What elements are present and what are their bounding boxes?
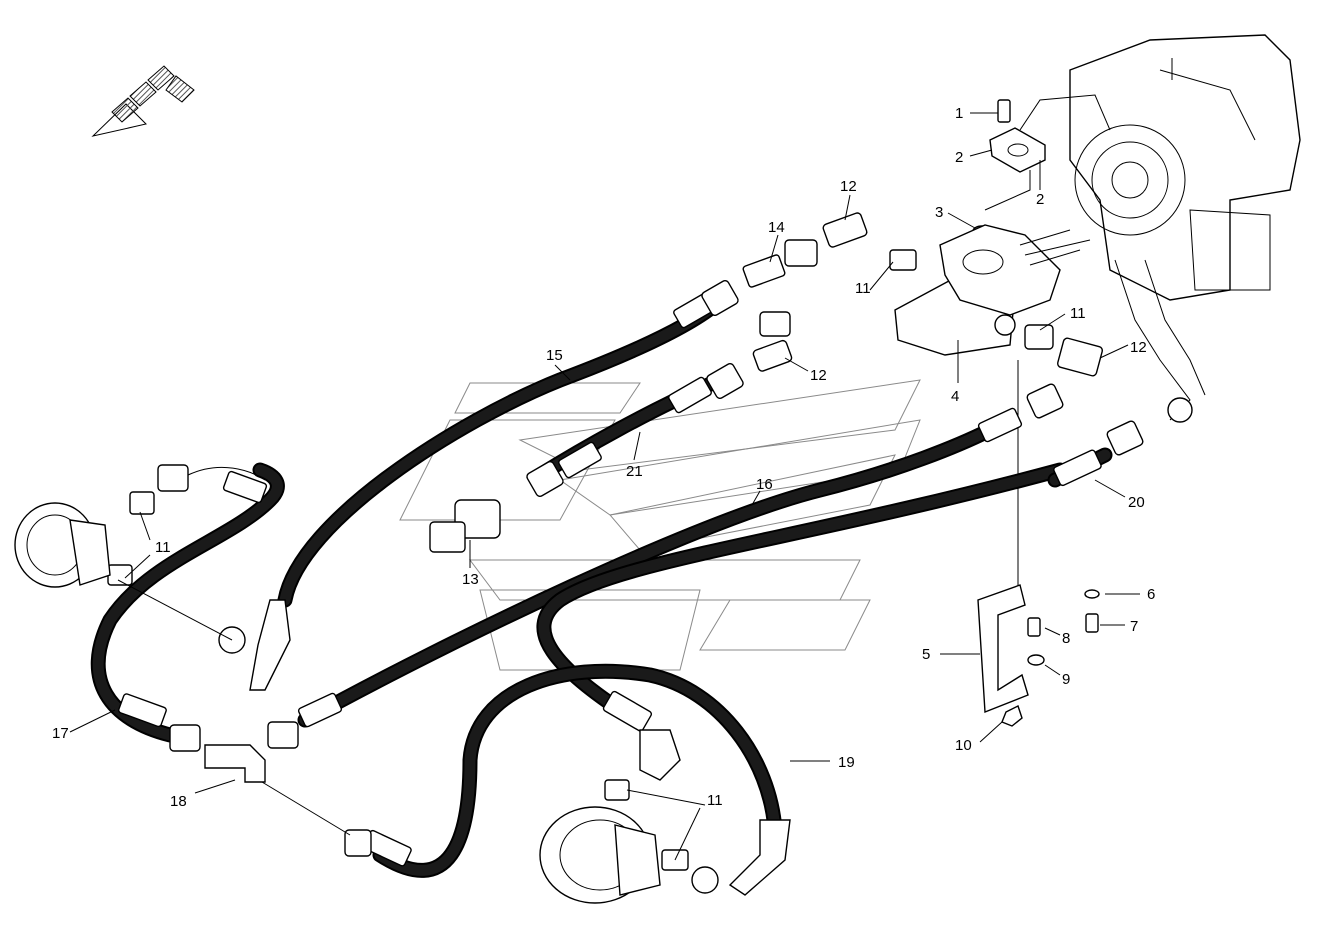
flange-assembly xyxy=(972,99,1046,237)
hose-15 xyxy=(277,297,723,608)
fittings xyxy=(107,212,1144,896)
label-11c: 11 xyxy=(1070,305,1086,322)
label-12b: 12 xyxy=(810,367,827,384)
label-21: 21 xyxy=(626,463,643,480)
label-15: 15 xyxy=(546,347,563,364)
label-8: 8 xyxy=(1062,630,1070,647)
label-9: 9 xyxy=(1062,671,1070,688)
hose-19 xyxy=(372,663,783,878)
label-2a: 2 xyxy=(955,149,963,166)
motor-left xyxy=(14,502,111,588)
direction-arrow-icon xyxy=(91,65,195,137)
label-3: 3 xyxy=(935,204,943,221)
pump-assembly xyxy=(1019,34,1301,423)
label-17: 17 xyxy=(52,725,69,742)
hose-16 xyxy=(297,422,998,728)
label-12c: 12 xyxy=(1130,339,1147,356)
label-11b: 11 xyxy=(855,280,871,297)
label-10: 10 xyxy=(955,737,972,754)
label-11a: 11 xyxy=(155,539,171,556)
valve-block xyxy=(894,224,1091,356)
hose-16-branch xyxy=(536,462,1068,718)
label-20: 20 xyxy=(1128,494,1145,511)
leader-lines xyxy=(69,112,1140,861)
label-14: 14 xyxy=(768,219,785,236)
label-12a: 12 xyxy=(840,178,857,195)
motor-bottom xyxy=(539,806,661,904)
label-6: 6 xyxy=(1147,586,1155,603)
hose-17 xyxy=(90,462,285,743)
part-labels: 1 2 2 3 4 5 6 7 8 9 10 11 11 11 11 12 12… xyxy=(52,105,1155,810)
label-11d: 11 xyxy=(707,792,723,809)
label-5: 5 xyxy=(922,646,930,663)
label-16: 16 xyxy=(756,476,773,493)
label-18: 18 xyxy=(170,793,187,810)
label-13: 13 xyxy=(462,571,479,588)
label-2b: 2 xyxy=(1036,191,1044,208)
watermark-logo xyxy=(399,379,921,671)
label-19: 19 xyxy=(838,754,855,771)
label-1: 1 xyxy=(955,105,963,122)
label-4: 4 xyxy=(951,388,959,405)
label-7: 7 xyxy=(1130,618,1138,635)
bracket-assembly xyxy=(977,360,1100,727)
